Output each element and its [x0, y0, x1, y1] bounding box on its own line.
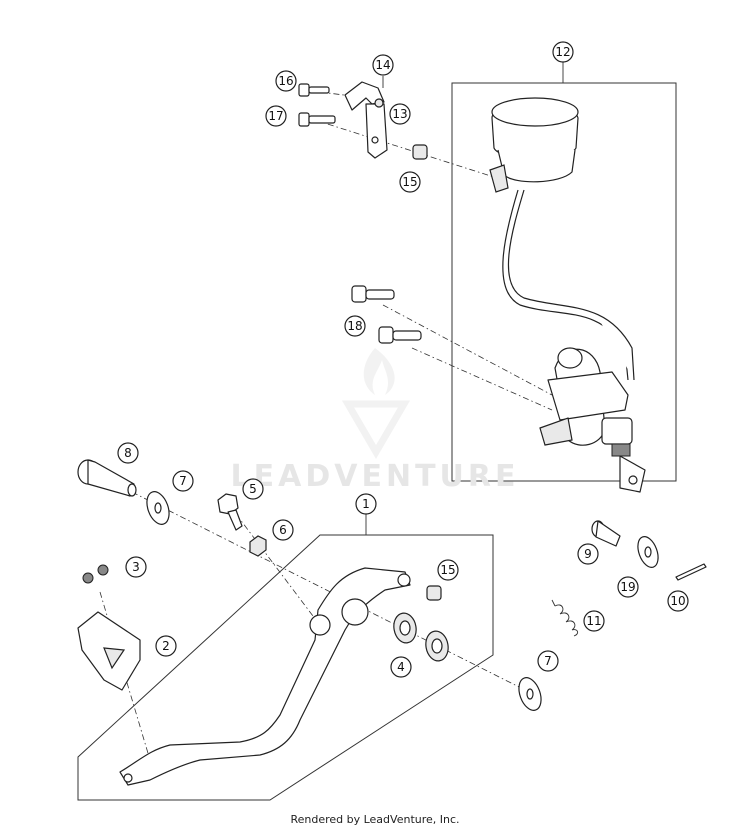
svg-text:6: 6: [279, 523, 287, 537]
part-1-brake-pedal: [119, 567, 411, 786]
svg-text:8: 8: [124, 446, 132, 460]
svg-text:3: 3: [132, 560, 140, 574]
svg-text:19: 19: [620, 580, 635, 594]
part-8-pivot-bolt: [77, 459, 137, 497]
callout-11[interactable]: 11: [583, 610, 605, 632]
svg-text:16: 16: [278, 74, 293, 88]
callout-1[interactable]: 1: [355, 493, 377, 515]
callout-19[interactable]: 19: [617, 576, 639, 598]
callout-16[interactable]: 16: [275, 70, 297, 92]
callout-5[interactable]: 5: [242, 478, 264, 500]
part-6-nut: [249, 535, 267, 557]
part-15-sleeve-lower: [426, 585, 442, 601]
callout-6[interactable]: 6: [272, 519, 294, 541]
assembly-frame-12: [451, 82, 677, 482]
svg-text:11: 11: [586, 614, 601, 628]
callout-8[interactable]: 8: [117, 442, 139, 464]
callout-4[interactable]: 4: [390, 656, 412, 678]
callout-12[interactable]: 12: [552, 41, 574, 63]
callout-15-lower[interactable]: 15: [437, 559, 459, 581]
svg-text:5: 5: [249, 482, 257, 496]
callout-18[interactable]: 18: [344, 315, 366, 337]
part-7-washer-right: [518, 677, 542, 711]
part-3-screws: [82, 564, 109, 584]
callout-15-upper[interactable]: 15: [399, 171, 421, 193]
footer-credit: Rendered by LeadVenture, Inc.: [290, 813, 460, 826]
part-9-pin: [591, 520, 621, 547]
svg-text:10: 10: [670, 594, 685, 608]
svg-text:2: 2: [162, 639, 170, 653]
part-19-washer: [637, 536, 659, 568]
part-5-bolt: [217, 493, 243, 531]
flame-logo-icon: [341, 348, 411, 459]
part-10-cotter-pin: [675, 563, 707, 581]
part-11-spring: [551, 599, 579, 637]
callout-leaders: [365, 62, 564, 535]
callout-13[interactable]: 13: [389, 103, 411, 125]
part-7-washer-left: [146, 491, 170, 525]
svg-text:7: 7: [544, 654, 552, 668]
watermark-text: LEADVENTURE: [231, 459, 520, 494]
svg-text:4: 4: [397, 660, 405, 674]
part-18-bolts: [351, 285, 422, 344]
callout-9[interactable]: 9: [577, 543, 599, 565]
part-14-bracket: [344, 81, 388, 159]
part-4-bearings: [393, 612, 449, 662]
callout-7-right[interactable]: 7: [537, 650, 559, 672]
callout-7-left[interactable]: 7: [172, 470, 194, 492]
svg-text:9: 9: [584, 547, 592, 561]
assembly-frame-1: [77, 534, 494, 801]
part-12-master-cylinder-assembly: [489, 97, 646, 493]
svg-text:18: 18: [347, 319, 362, 333]
part-2-step-plate: [77, 611, 141, 691]
svg-text:15: 15: [402, 175, 417, 189]
callout-17[interactable]: 17: [265, 105, 287, 127]
svg-text:13: 13: [392, 107, 407, 121]
leadventure-watermark: LEADVENTURE: [231, 348, 520, 494]
svg-text:7: 7: [179, 474, 187, 488]
svg-text:12: 12: [555, 45, 570, 59]
callout-2[interactable]: 2: [155, 635, 177, 657]
svg-text:15: 15: [440, 563, 455, 577]
callout-14[interactable]: 14: [372, 54, 394, 76]
callout-3[interactable]: 3: [125, 556, 147, 578]
svg-text:14: 14: [375, 58, 390, 72]
part-16-bolt: [298, 83, 330, 97]
part-17-bolt: [298, 112, 336, 127]
svg-text:1: 1: [362, 497, 370, 511]
callout-10[interactable]: 10: [667, 590, 689, 612]
part-15-sleeve-upper: [412, 144, 428, 160]
svg-text:17: 17: [268, 109, 283, 123]
